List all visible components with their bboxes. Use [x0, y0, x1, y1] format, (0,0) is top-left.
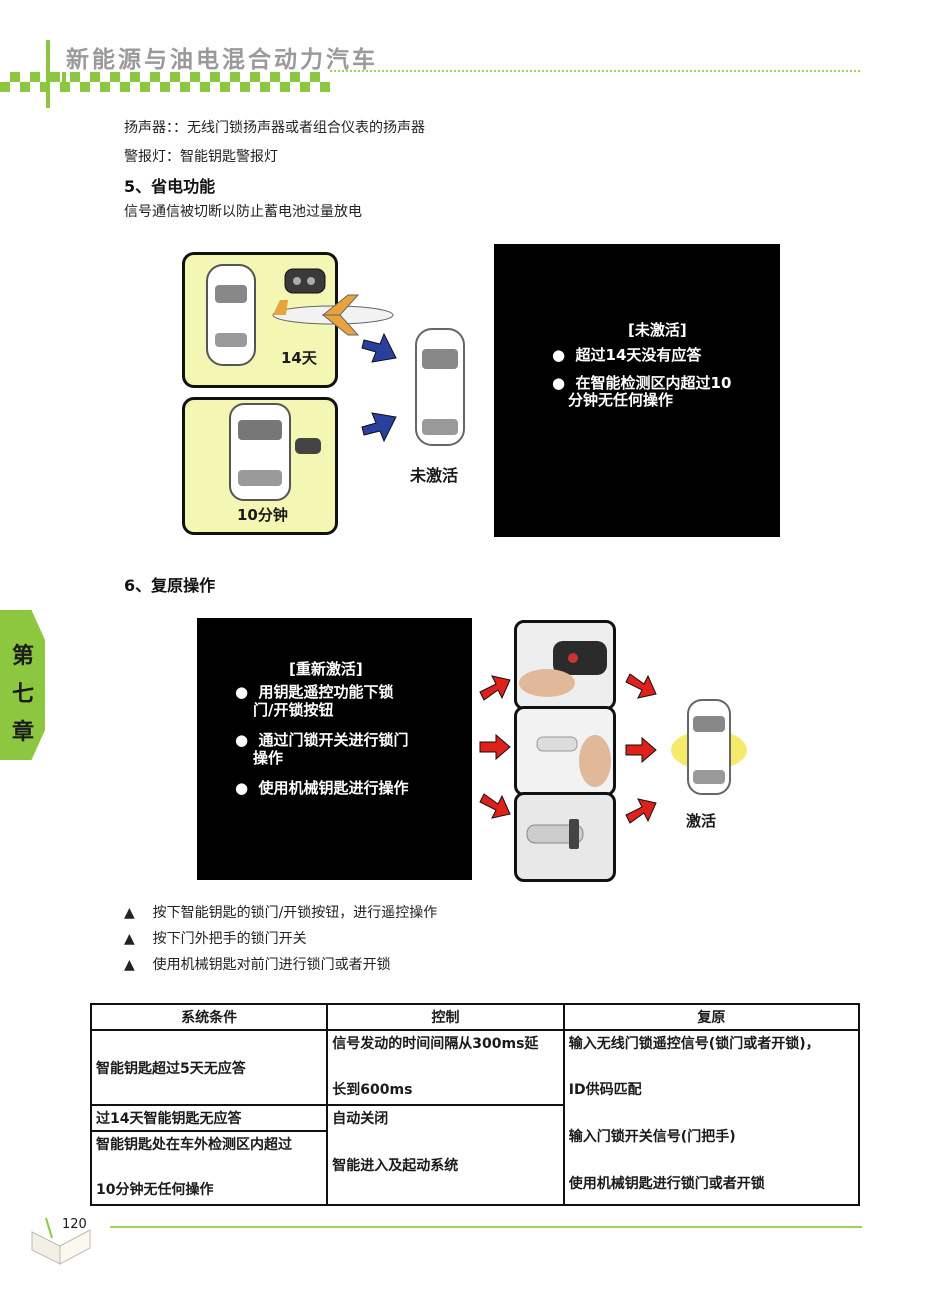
- smart-key-icon: [293, 434, 323, 458]
- blue-arrow-icon: [360, 405, 400, 445]
- section6-heading: 6、复原操作: [124, 572, 215, 596]
- inactive-info-panel: [未激活] ● 超过14天没有应答 ● 在智能检测区内超过10 分钟无任何操作: [494, 244, 780, 537]
- condition-table: 系统条件 控制 复原 智能钥匙超过5天无应答 信号发动的时间间隔从300ms延 …: [90, 1003, 860, 1206]
- chapter-char-1: 第: [12, 638, 34, 670]
- table-header-condition: 系统条件: [91, 1004, 327, 1030]
- table-header-recovery: 复原: [564, 1004, 859, 1030]
- table-header-control: 控制: [327, 1004, 564, 1030]
- recovery-cell: 输入无线门锁遥控信号(锁门或者开锁)， ID供码匹配 输入门锁开关信号(门把手)…: [564, 1030, 859, 1205]
- reactivate-bullet-2-cont: 操作: [253, 750, 283, 767]
- active-car-illustration: [668, 696, 750, 800]
- triangle-icon: ▲: [124, 931, 135, 947]
- red-arrow-icon: [624, 736, 658, 764]
- section5-heading: 5、省电功能: [124, 173, 215, 197]
- step-2: ▲ 按下门外把手的锁门开关: [124, 928, 307, 948]
- header-dotted-rule: [330, 70, 860, 72]
- door-handle-icon: [517, 709, 613, 793]
- inactive-car-illustration: [410, 325, 470, 450]
- step-3: ▲ 使用机械钥匙对前门进行锁门或者开锁: [124, 954, 391, 974]
- page-number: 120: [62, 1217, 87, 1232]
- reactivate-bullet-1-cont: 门/开锁按钮: [253, 702, 333, 719]
- inactive-bullet-2: ● 在智能检测区内超过10: [552, 375, 731, 392]
- reactivate-bullet-3: ● 使用机械钥匙进行操作: [235, 780, 409, 797]
- footer-rule: [110, 1226, 862, 1228]
- inactive-bullet-1: ● 超过14天没有应答: [552, 347, 701, 364]
- condition-cell-3: 智能钥匙处在车外检测区内超过 10分钟无任何操作: [91, 1131, 327, 1205]
- inactive-bullet-2-cont: 分钟无任何操作: [568, 392, 673, 409]
- remote-key-photo: [514, 620, 616, 710]
- red-arrow-icon: [624, 672, 658, 702]
- label-active: 激活: [686, 810, 716, 831]
- section5-description: 信号通信被切断以防止蓄电池过量放电: [124, 201, 362, 221]
- triangle-icon: ▲: [124, 905, 135, 921]
- step-1: ▲ 按下智能钥匙的锁门/开锁按钮，进行遥控操作: [124, 902, 437, 922]
- control-cell-2: 自动关闭 智能进入及起动系统: [327, 1105, 564, 1205]
- blue-arrow-icon: [360, 330, 400, 370]
- red-arrow-icon: [478, 672, 512, 702]
- reactivate-info-panel: [重新激活] ● 用钥匙遥控功能下锁 门/开锁按钮 ● 通过门锁开关进行锁门 操…: [197, 618, 472, 880]
- chapter-char-3: 章: [12, 714, 34, 746]
- red-arrow-icon: [624, 795, 658, 825]
- mechanical-key-photo: [514, 792, 616, 882]
- condition-cell-1: 智能钥匙超过5天无应答: [91, 1030, 327, 1105]
- red-arrow-icon: [478, 733, 512, 761]
- chapter-char-2: 七: [12, 676, 34, 708]
- scene-10-minutes: 10分钟: [182, 397, 338, 535]
- control-cell-1: 信号发动的时间间隔从300ms延 长到600ms: [327, 1030, 564, 1105]
- door-handle-photo: [514, 706, 616, 796]
- red-arrow-icon: [478, 792, 512, 822]
- key-in-lock-icon: [517, 795, 613, 879]
- book-title: 新能源与油电混合动力汽车: [66, 40, 378, 74]
- reactivate-panel-title: [重新激活]: [289, 658, 363, 679]
- inactive-panel-title: [未激活]: [628, 319, 687, 340]
- reactivate-bullet-2: ● 通过门锁开关进行锁门: [235, 732, 409, 749]
- reactivate-bullet-1: ● 用钥匙遥控功能下锁: [235, 684, 394, 701]
- label-14-days: 14天: [281, 347, 317, 368]
- triangle-icon: ▲: [124, 957, 135, 973]
- intro-alarm-line: 警报灯：智能钥匙警报灯: [124, 146, 278, 166]
- hand-with-key-icon: [517, 623, 613, 707]
- intro-speaker-line: 扬声器：：无线门锁扬声器或者组合仪表的扬声器: [124, 117, 425, 137]
- header-checker-pattern: [0, 72, 330, 92]
- label-10-minutes: 10分钟: [237, 504, 288, 525]
- label-inactive: 未激活: [410, 462, 458, 486]
- condition-cell-2: 过14天智能钥匙无应答: [91, 1105, 327, 1131]
